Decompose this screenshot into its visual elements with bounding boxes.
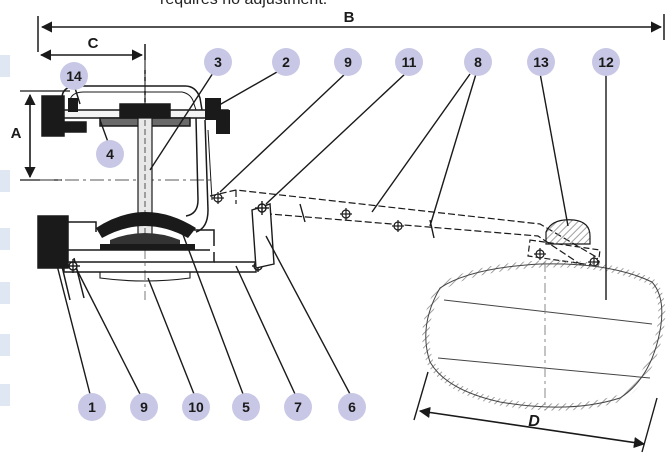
callout-7: 7: [284, 393, 312, 421]
callout-2: 2: [272, 48, 300, 76]
left-side-strip: [0, 282, 10, 304]
svg-text:10: 10: [188, 399, 204, 415]
callout-10: 10: [182, 393, 210, 421]
left-side-strip: [0, 170, 10, 192]
svg-text:14: 14: [66, 68, 82, 84]
callout-5: 5: [232, 393, 260, 421]
float-ball: [422, 260, 666, 411]
svg-text:9: 9: [344, 54, 352, 70]
left-side-strip: [0, 334, 10, 356]
svg-text:11: 11: [402, 54, 417, 70]
svg-text:7: 7: [294, 399, 302, 415]
svg-text:5: 5: [242, 399, 250, 415]
dimension-b-label: B: [344, 9, 355, 26]
svg-text:12: 12: [598, 54, 614, 70]
dimension-d-label: D: [528, 413, 540, 430]
svg-text:4: 4: [106, 146, 114, 162]
arm-pins: [212, 192, 435, 239]
svg-text:3: 3: [214, 54, 222, 70]
lower-lever: [59, 257, 264, 301]
svg-text:1: 1: [88, 399, 96, 415]
dimension-d: D: [413, 371, 658, 453]
callout-8: 8: [464, 48, 492, 76]
valve-stem: [137, 117, 153, 249]
svg-text:9: 9: [140, 399, 148, 415]
callout-6: 6: [338, 393, 366, 421]
left-side-strip: [0, 228, 10, 250]
valve-body: [185, 117, 213, 233]
callout-12: 12: [592, 48, 620, 76]
callout-9-top: 9: [334, 48, 362, 76]
dimension-a-label: A: [11, 125, 22, 142]
float-arm: [209, 189, 600, 269]
left-side-strip: [0, 55, 10, 77]
svg-text:2: 2: [282, 54, 290, 70]
diaphragm: [96, 212, 196, 250]
lower-housing: [37, 215, 215, 269]
callout-3: 3: [204, 48, 232, 76]
connecting-link: [251, 201, 275, 269]
callout-1: 1: [78, 393, 106, 421]
header-text: requires no adjustment.: [160, 0, 327, 9]
dimension-c-label: C: [88, 35, 99, 52]
cap-bolt: [68, 98, 230, 134]
svg-text:13: 13: [533, 54, 549, 70]
callout-11: 11: [395, 48, 423, 76]
callout-4: 4: [96, 140, 124, 168]
left-side-strip: [0, 384, 10, 406]
callout-9-bottom: 9: [130, 393, 158, 421]
valve-cap: [41, 85, 229, 137]
callout-14: 14: [60, 62, 88, 90]
svg-text:8: 8: [474, 54, 482, 70]
callout-13: 13: [527, 48, 555, 76]
svg-text:6: 6: [348, 399, 356, 415]
leader-lines: [49, 71, 607, 395]
dimension-b: B: [37, 9, 665, 52]
float-bracket: [527, 219, 601, 268]
